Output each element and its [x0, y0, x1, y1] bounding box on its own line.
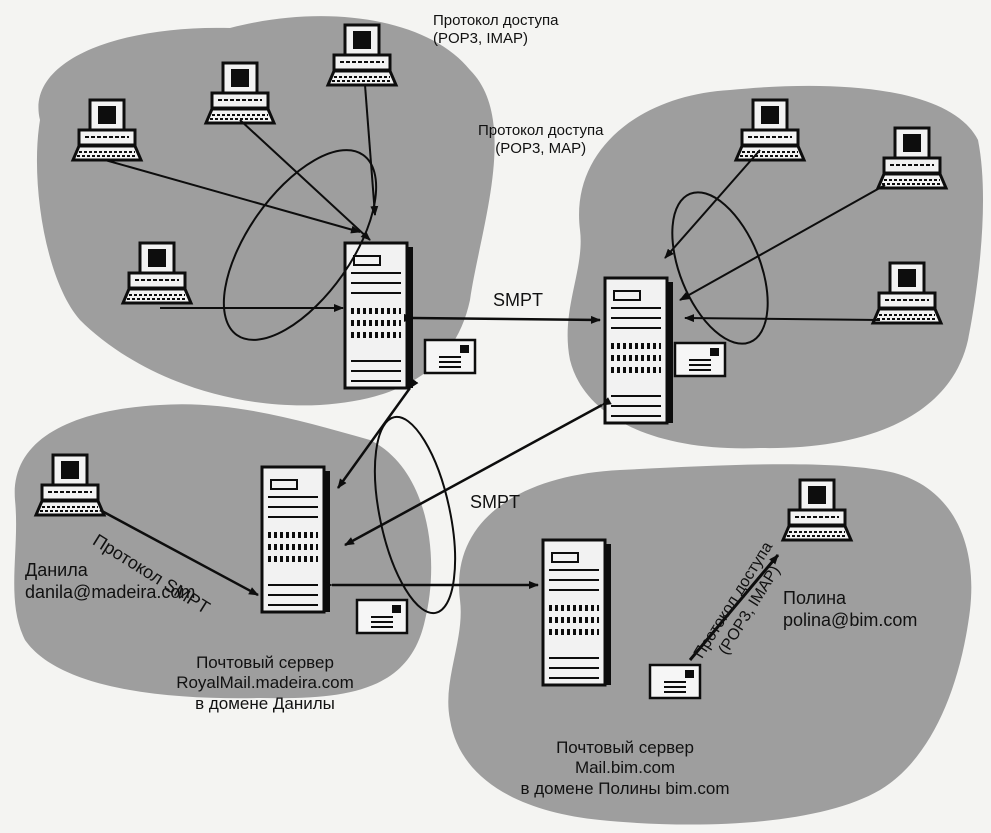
smpt-label-upper: SMPT: [493, 290, 544, 310]
envelope-icon: [673, 341, 727, 378]
server-domain: в домене Полины bim.com: [520, 778, 730, 798]
server-bim-icon: [543, 540, 611, 685]
access-arrows-top: [104, 84, 379, 312]
server-hostname: Mail.bim.com: [574, 758, 676, 778]
user-email: polina@bim.com: [783, 609, 918, 630]
user-name: Полина: [783, 588, 847, 608]
access-protocol-list: (POP3, IMAP): [433, 30, 529, 47]
access-protocol-label-top: Протокол доступа (POP3, IMAP): [433, 12, 558, 48]
user-danila: Данила danila@madeira.com: [25, 560, 195, 603]
access-protocol-list: (POP3, MAP): [495, 140, 587, 157]
server-bim-label: Почтовый сервер Mail.bim.com в домене По…: [460, 738, 790, 799]
server-domain: в домене Данилы: [195, 693, 335, 713]
server-caption: Почтовый сервер: [196, 653, 334, 672]
envelope-icon: [648, 663, 702, 700]
pop-receive-arrow: [688, 554, 780, 661]
user-email: danila@madeira.com: [25, 581, 196, 602]
user-name: Данила: [25, 560, 88, 580]
server-icon: [345, 243, 413, 388]
server-hostname: RoyalMail.madeira.com: [176, 673, 354, 693]
server-royalmail-icon: [262, 467, 330, 612]
smpt-label-middle: SMPT: [470, 492, 521, 512]
access-protocol-label-right: Протокол доступа (POP3, MAP): [478, 122, 603, 158]
access-protocol-ellipse: [222, 149, 378, 341]
access-arrows-right: [664, 149, 886, 323]
access-protocol-text: Протокол доступа: [433, 12, 559, 29]
access-protocol-text: Протокол доступа: [478, 122, 604, 139]
smpt-links: [323, 313, 612, 589]
server-caption: Почтовый сервер: [556, 738, 694, 757]
server-icon: [605, 278, 673, 423]
envelope-icon: [355, 598, 409, 635]
access-protocol-ellipse: [671, 191, 769, 345]
user-polina: Полина polina@bim.com: [783, 588, 917, 631]
envelope-icon: [423, 338, 477, 375]
server-royalmail-label: Почтовый сервер RoyalMail.madeira.com в …: [140, 653, 390, 714]
smtp-send-arrow: [99, 508, 259, 597]
